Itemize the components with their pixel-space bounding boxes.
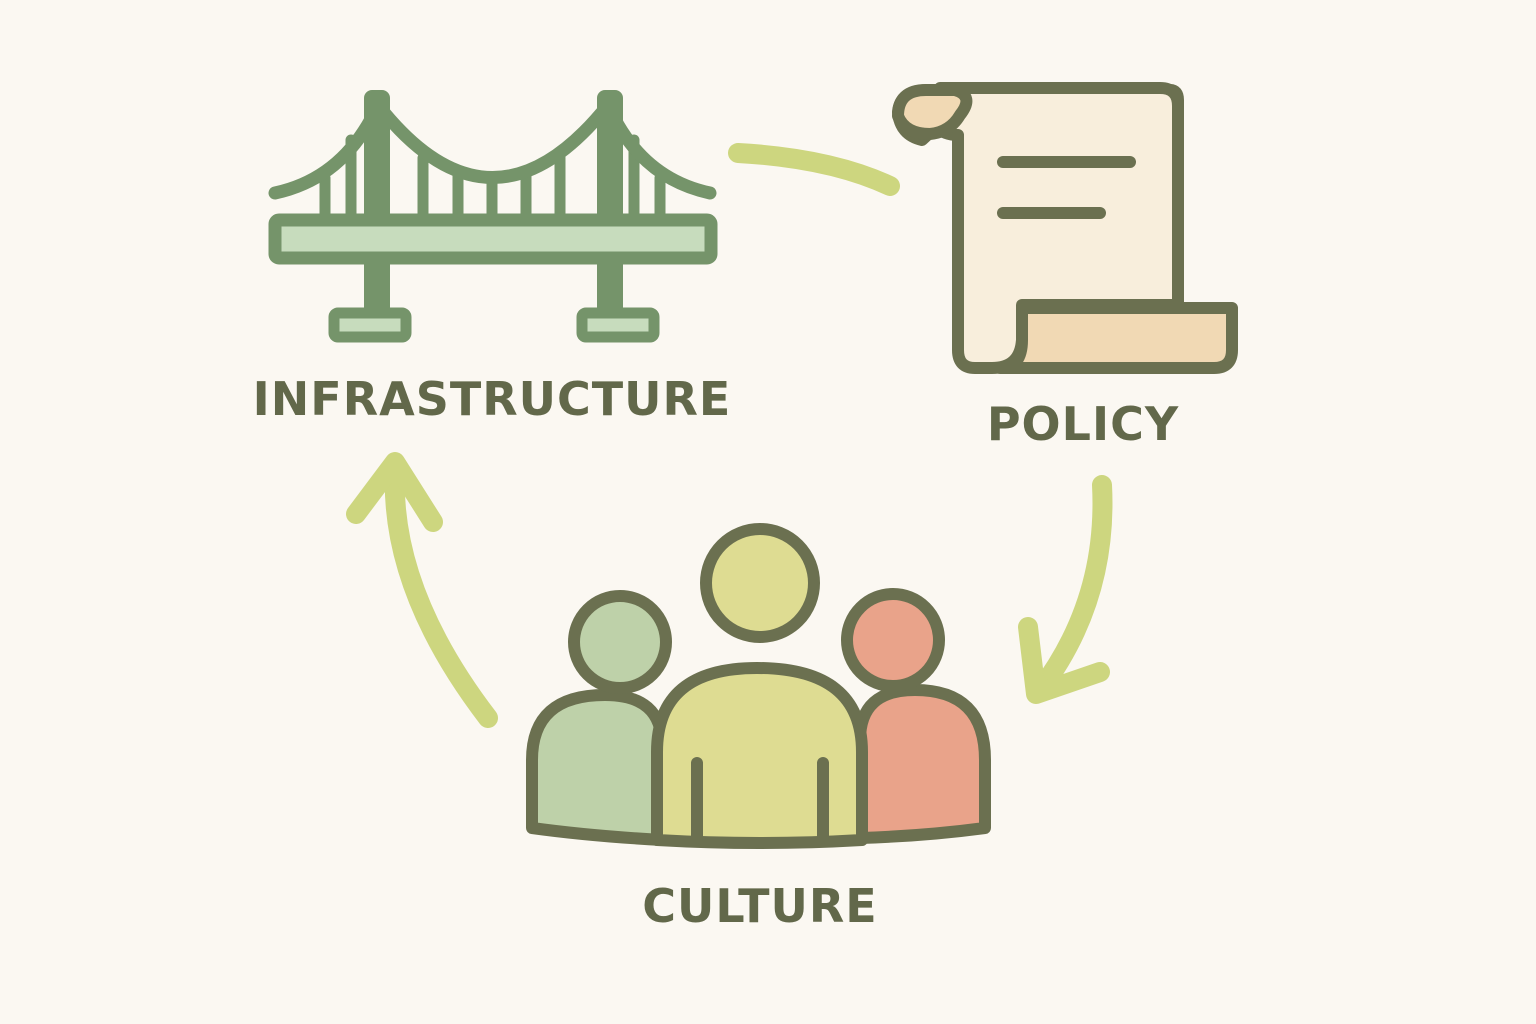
people-group-icon (526, 523, 991, 849)
connector-infrastructure-to-policy (728, 143, 900, 196)
connector-policy-to-culture (1030, 475, 1113, 700)
arrowhead-culture (1018, 617, 1110, 704)
policy-label: POLICY (987, 397, 1179, 451)
culture-label: CULTURE (642, 879, 877, 933)
connector-culture-to-infrastructure (384, 462, 498, 728)
connectors (346, 143, 1113, 728)
bridge-icon (268, 90, 718, 343)
arrowhead-infrastructure (346, 452, 443, 532)
person-center-icon (651, 523, 868, 849)
person-left-icon (526, 590, 672, 846)
scroll-icon (892, 82, 1238, 374)
infrastructure-label: INFRASTRUCTURE (253, 372, 732, 426)
person-right-icon (841, 588, 991, 844)
